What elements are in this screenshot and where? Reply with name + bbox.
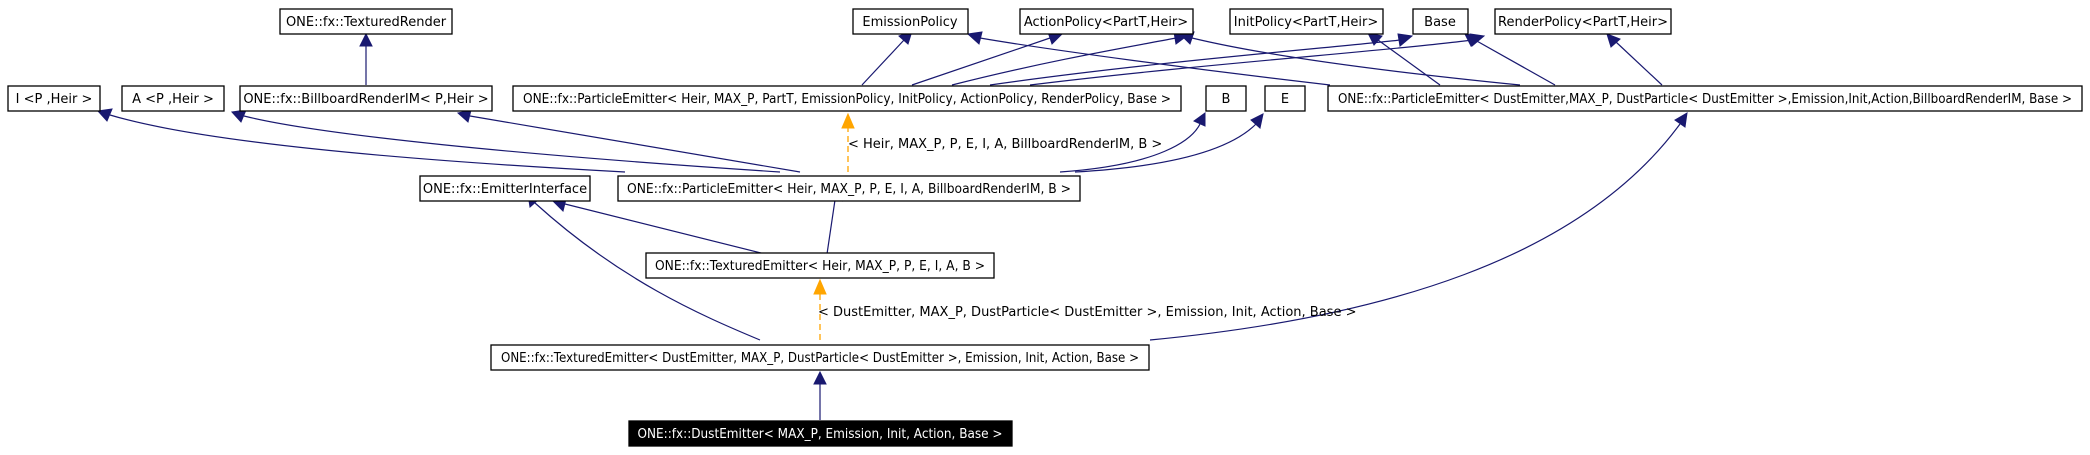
edge-pe-dust-to-base	[1464, 33, 1556, 86]
edge-pe-billboard-to-i	[97, 108, 626, 173]
edge-pe-billboard-to-a	[231, 109, 781, 173]
edge-pe-billboard-to-pe-generic	[841, 112, 855, 172]
svg-text:ONE::fx::ParticleEmitter< Heir: ONE::fx::ParticleEmitter< Heir, MAX_P, P…	[627, 182, 1071, 197]
edge-pe-billboard-to-billboard-render	[456, 109, 801, 173]
edge-dust-emitter-to-te-dust	[813, 370, 827, 420]
svg-text:ActionPolicy<PartT,Heir>: ActionPolicy<PartT,Heir>	[1024, 15, 1188, 30]
svg-text:A <P ,Heir >: A <P ,Heir >	[132, 92, 214, 107]
svg-text:EmissionPolicy: EmissionPolicy	[862, 15, 958, 30]
node-particle-emitter-dust[interactable]: ONE::fx::ParticleEmitter< DustEmitter,MA…	[1327, 85, 2083, 112]
edge-pe-dust-to-emission-policy	[966, 31, 1331, 86]
svg-text:E: E	[1281, 92, 1289, 107]
node-a-p-heir[interactable]: A <P ,Heir >	[121, 85, 225, 112]
edge-pe-generic-to-init-policy	[951, 31, 1190, 86]
edge-pe-generic-to-render-policy	[1029, 33, 1486, 86]
edge-pe-billboard-to-b	[1059, 112, 1206, 173]
svg-text:ONE::fx::ParticleEmitter< Heir: ONE::fx::ParticleEmitter< Heir, MAX_P, P…	[523, 92, 1171, 107]
svg-text:ONE::fx::TexturedEmitter< Dust: ONE::fx::TexturedEmitter< DustEmitter, M…	[501, 351, 1139, 366]
edge-pe-dust-to-render-policy	[1606, 33, 1663, 86]
svg-text:ONE::fx::EmitterInterface: ONE::fx::EmitterInterface	[423, 182, 587, 197]
node-init-policy[interactable]: InitPolicy<PartT,Heir>	[1229, 8, 1384, 35]
edge-pe-generic-to-emission-policy	[861, 30, 913, 86]
node-particle-emitter-generic[interactable]: ONE::fx::ParticleEmitter< Heir, MAX_P, P…	[512, 85, 1182, 112]
node-render-policy[interactable]: RenderPolicy<PartT,Heir>	[1494, 8, 1672, 35]
edge-label-textured-emitter-instantiation: < DustEmitter, MAX_P, DustParticle< Dust…	[818, 305, 1356, 320]
node-base[interactable]: Base	[1412, 8, 1469, 35]
svg-text:ONE::fx::TexturedEmitter< Heir: ONE::fx::TexturedEmitter< Heir, MAX_P, P…	[655, 259, 985, 274]
node-textured-emitter-dust[interactable]: ONE::fx::TexturedEmitter< DustEmitter, M…	[490, 344, 1150, 371]
svg-text:InitPolicy<PartT,Heir>: InitPolicy<PartT,Heir>	[1234, 15, 1378, 30]
node-textured-emitter-generic[interactable]: ONE::fx::TexturedEmitter< Heir, MAX_P, P…	[645, 252, 995, 279]
node-particle-emitter-billboard[interactable]: ONE::fx::ParticleEmitter< Heir, MAX_P, P…	[617, 175, 1081, 202]
node-action-policy[interactable]: ActionPolicy<PartT,Heir>	[1019, 8, 1194, 35]
node-billboard-render-im[interactable]: ONE::fx::BillboardRenderIM< P,Heir >	[239, 85, 493, 112]
edge-label-particle-emitter-instantiation: < Heir, MAX_P, P, E, I, A, BillboardRend…	[848, 137, 1162, 152]
edge-te-dust-to-te-generic	[813, 278, 827, 340]
edge-pe-billboard-to-e	[1074, 113, 1264, 173]
node-textured-render[interactable]: ONE::fx::TexturedRender	[279, 8, 453, 35]
svg-text:RenderPolicy<PartT,Heir>: RenderPolicy<PartT,Heir>	[1498, 15, 1668, 30]
svg-text:ONE::fx::ParticleEmitter< Dust: ONE::fx::ParticleEmitter< DustEmitter,MA…	[1338, 92, 2072, 107]
edge-te-dust-to-pe-dust	[1149, 112, 1688, 341]
edge-pe-generic-to-base	[989, 33, 1414, 86]
node-b[interactable]: B	[1205, 85, 1247, 112]
svg-text:ONE::fx::DustEmitter< MAX_P, E: ONE::fx::DustEmitter< MAX_P, Emission, I…	[638, 427, 1003, 442]
svg-text:I <P ,Heir >: I <P ,Heir >	[16, 92, 93, 107]
svg-text:ONE::fx::BillboardRenderIM< P,: ONE::fx::BillboardRenderIM< P,Heir >	[243, 92, 488, 107]
edge-te-generic-to-emitter-interface	[551, 198, 766, 255]
node-emitter-interface[interactable]: ONE::fx::EmitterInterface	[419, 175, 591, 202]
node-e[interactable]: E	[1264, 85, 1306, 112]
node-i-p-heir[interactable]: I <P ,Heir >	[7, 85, 101, 112]
svg-text:Base: Base	[1424, 15, 1456, 30]
svg-text:B: B	[1222, 92, 1231, 107]
svg-text:ONE::fx::TexturedRender: ONE::fx::TexturedRender	[286, 15, 447, 30]
node-emission-policy[interactable]: EmissionPolicy	[852, 8, 969, 35]
node-dust-emitter[interactable]: ONE::fx::DustEmitter< MAX_P, Emission, I…	[628, 420, 1013, 447]
edge-billboard-to-textured-render	[359, 32, 373, 85]
